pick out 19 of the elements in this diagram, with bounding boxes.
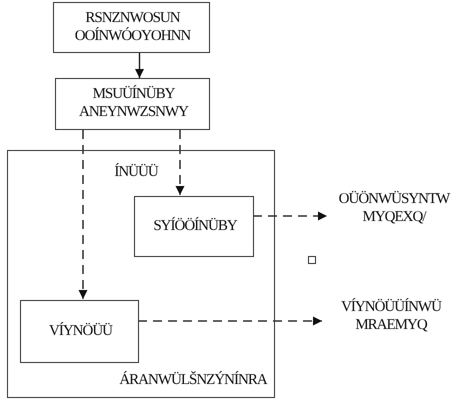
process-box [134, 196, 254, 257]
node-label: VÍYNÖÜÜ [48, 322, 114, 340]
group-footer-label: ÁRANWÜLŠNZÝNÍNRA [118, 371, 268, 389]
arrow [175, 130, 185, 195]
node-label: MSUÜÍNÜBY ANEYNWZSNWY [78, 85, 190, 121]
group-heading: ÍNÜÜÜ [113, 163, 160, 181]
arrow [253, 211, 327, 221]
process-box [55, 78, 210, 130]
small-square [308, 256, 316, 264]
group-frame [7, 150, 275, 398]
arrow [134, 53, 144, 78]
arrow [78, 130, 88, 299]
node-label: SYÍÖÖÍNÜBY [152, 217, 238, 235]
node-label: VÍYNÖÜÜÍNWÜ MRAEMYQ [340, 298, 442, 334]
process-box [20, 300, 139, 363]
process-box [53, 2, 210, 53]
node-label: OÜÖNWÜSYNTW MYQEXQ/ [338, 190, 451, 226]
arrow [138, 316, 322, 326]
node-label: RSNZNWOSUN OOÍNWÓOYOHNN [74, 9, 192, 45]
